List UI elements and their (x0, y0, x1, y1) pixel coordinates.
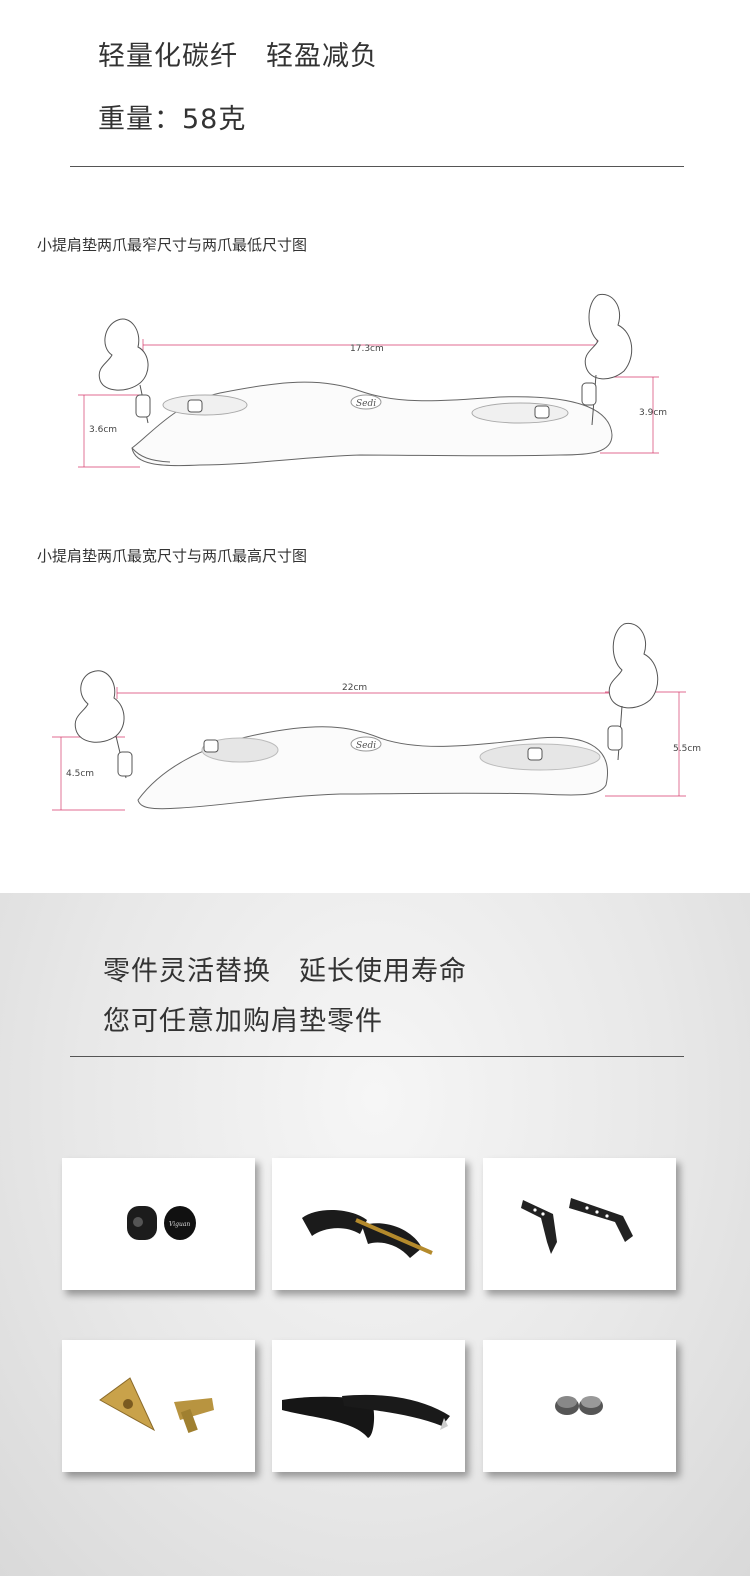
bracket-icon (521, 1200, 557, 1254)
spec-section: 轻量化碳纤 轻盈减负 重量：58克 小提肩垫两爪最窄尺寸与两爪最低尺寸图 17.… (37, 41, 702, 811)
parts-headline: 零件灵活替换 延长使用寿命 (103, 956, 467, 987)
diagram-wide: 22cm 4.5cm 5.5cm Sedi (52, 622, 701, 811)
right-claw (607, 622, 659, 761)
part-card-brass-triangle[interactable] (62, 1340, 255, 1472)
width-label: 22cm (342, 683, 367, 693)
part-card-metal-brackets[interactable] (483, 1158, 676, 1290)
knob-icon: Viguan (164, 1206, 196, 1240)
shoulder-rest-body (131, 381, 613, 467)
metal-brackets-image (521, 1198, 633, 1254)
feet-with-screw-image (302, 1209, 433, 1258)
bracket-icon (569, 1198, 633, 1242)
screw-icon (355, 1218, 433, 1255)
part-card-feet-with-screw[interactable] (272, 1158, 465, 1290)
left-height-label: 3.6cm (89, 425, 117, 435)
left-claw (98, 318, 151, 424)
part-card-adjust-knobs[interactable]: Viguan (62, 1158, 255, 1290)
left-height-label: 4.5cm (66, 769, 94, 779)
right-height-label: 3.9cm (639, 408, 667, 418)
button-icon (555, 1396, 579, 1415)
foot-icon (302, 1209, 367, 1236)
metal-buttons-image (555, 1396, 603, 1415)
left-claw (74, 670, 133, 779)
pad-icon (342, 1394, 450, 1426)
foam-pads-image (282, 1394, 450, 1438)
button-icon (579, 1396, 603, 1415)
divider (70, 1056, 684, 1057)
pad-icon (282, 1396, 375, 1438)
part-card-foam-pads[interactable] (272, 1340, 465, 1472)
right-claw (581, 293, 633, 426)
diagram-narrow-caption: 小提肩垫两爪最窄尺寸与两爪最低尺寸图 (37, 236, 308, 254)
headline-weight: 重量：58克 (98, 104, 247, 135)
adjust-knobs (203, 739, 543, 761)
parts-section: 零件灵活替换 延长使用寿命 您可任意加购肩垫零件 Viguan (0, 893, 750, 1576)
right-height-label: 5.5cm (673, 744, 701, 754)
diagram-wide-caption: 小提肩垫两爪最宽尺寸与两爪最高尺寸图 (37, 547, 308, 565)
parts-subheadline: 您可任意加购肩垫零件 (103, 1006, 383, 1037)
knob-icon (127, 1206, 157, 1240)
dimension-lines (78, 339, 659, 468)
part-card-metal-buttons[interactable] (483, 1340, 676, 1472)
divider (70, 166, 684, 167)
logo: Sedi (356, 741, 376, 751)
shoulder-rest-body (137, 726, 608, 810)
headline-lightweight: 轻量化碳纤 轻盈减负 (98, 41, 378, 72)
logo: Sedi (356, 399, 376, 409)
adjust-knobs-image: Viguan (127, 1206, 196, 1240)
screw-icon (174, 1398, 214, 1420)
foot-icon (362, 1223, 422, 1258)
brass-triangle-image (99, 1377, 214, 1433)
width-label: 17.3cm (350, 344, 384, 354)
svg-text:Viguan: Viguan (169, 1221, 190, 1228)
diagram-narrow: 17.3cm 3.6cm 3.9cm Sedi (78, 293, 667, 468)
adjust-knobs (187, 399, 550, 419)
